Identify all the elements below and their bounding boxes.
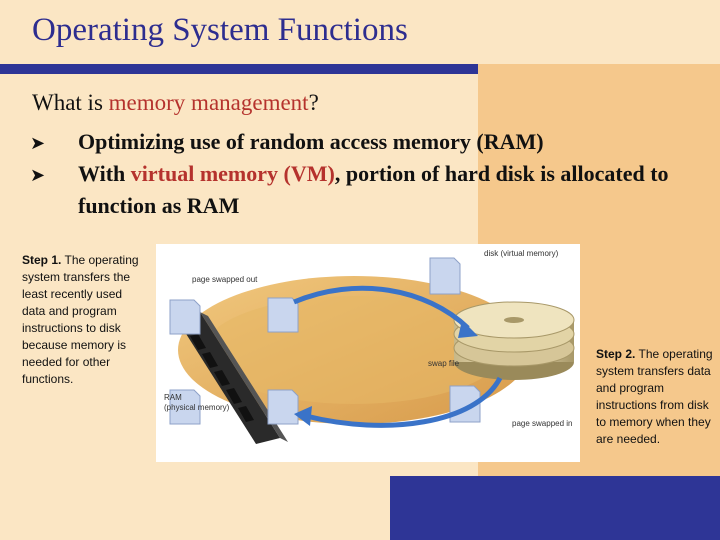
step-2-text: The operating system transfers data and … (596, 347, 713, 446)
bullet-list: ➤ Optimizing use of random access memory… (30, 126, 670, 222)
physical-memory-label: (physical memory) (164, 403, 230, 412)
disk-label: disk (virtual memory) (484, 249, 559, 258)
question-suffix: ? (308, 90, 319, 115)
title-underline (0, 64, 478, 74)
page-swapped-out-label: page swapped out (192, 275, 258, 284)
step-1-text: The operating system transfers the least… (22, 253, 139, 386)
bullet-text: Optimizing use of random access memory (… (78, 129, 544, 154)
ram-module (176, 312, 288, 444)
corner-block (390, 476, 720, 540)
step-2-caption: Step 2. The operating system transfers d… (596, 346, 720, 448)
swap-in-arrowhead (294, 406, 312, 426)
page-icon (267, 297, 299, 333)
question-highlight: memory management (108, 90, 309, 115)
title-band (0, 0, 720, 64)
swap-in-arrow (305, 376, 503, 428)
question-prefix: What is (32, 90, 109, 115)
question-heading: What is memory management? (32, 90, 319, 116)
swap-out-arrow (293, 285, 470, 330)
page-icon (169, 389, 201, 425)
ram-label: RAM (164, 393, 182, 402)
arrow-bullet-icon: ➤ (30, 165, 46, 185)
step-1-label: Step 1. (22, 253, 62, 267)
swap-out-arrowhead (458, 320, 478, 338)
arrow-bullet-icon: ➤ (30, 133, 46, 153)
page-icon (267, 389, 299, 425)
bullet-text: With (78, 161, 131, 186)
hard-disk-icon (453, 301, 575, 380)
bullet-text: , portion of hard disk is allocated to f… (78, 161, 669, 218)
step-2-label: Step 2. (596, 347, 636, 361)
page-icon (429, 257, 461, 295)
virtual-memory-diagram: page swapped out disk (virtual memory) s… (156, 244, 580, 462)
swap-file-label: swap file (428, 359, 460, 368)
page-swapped-in-label: page swapped in (512, 419, 573, 428)
slide-title: Operating System Functions (32, 12, 408, 48)
page-icon (169, 299, 201, 335)
bullet-highlight: virtual memory (VM) (130, 161, 335, 186)
bullet-item: ➤ With virtual memory (VM), portion of h… (30, 158, 670, 222)
bullet-item: ➤ Optimizing use of random access memory… (30, 126, 670, 158)
step-1-caption: Step 1. The operating system transfers t… (22, 252, 140, 388)
